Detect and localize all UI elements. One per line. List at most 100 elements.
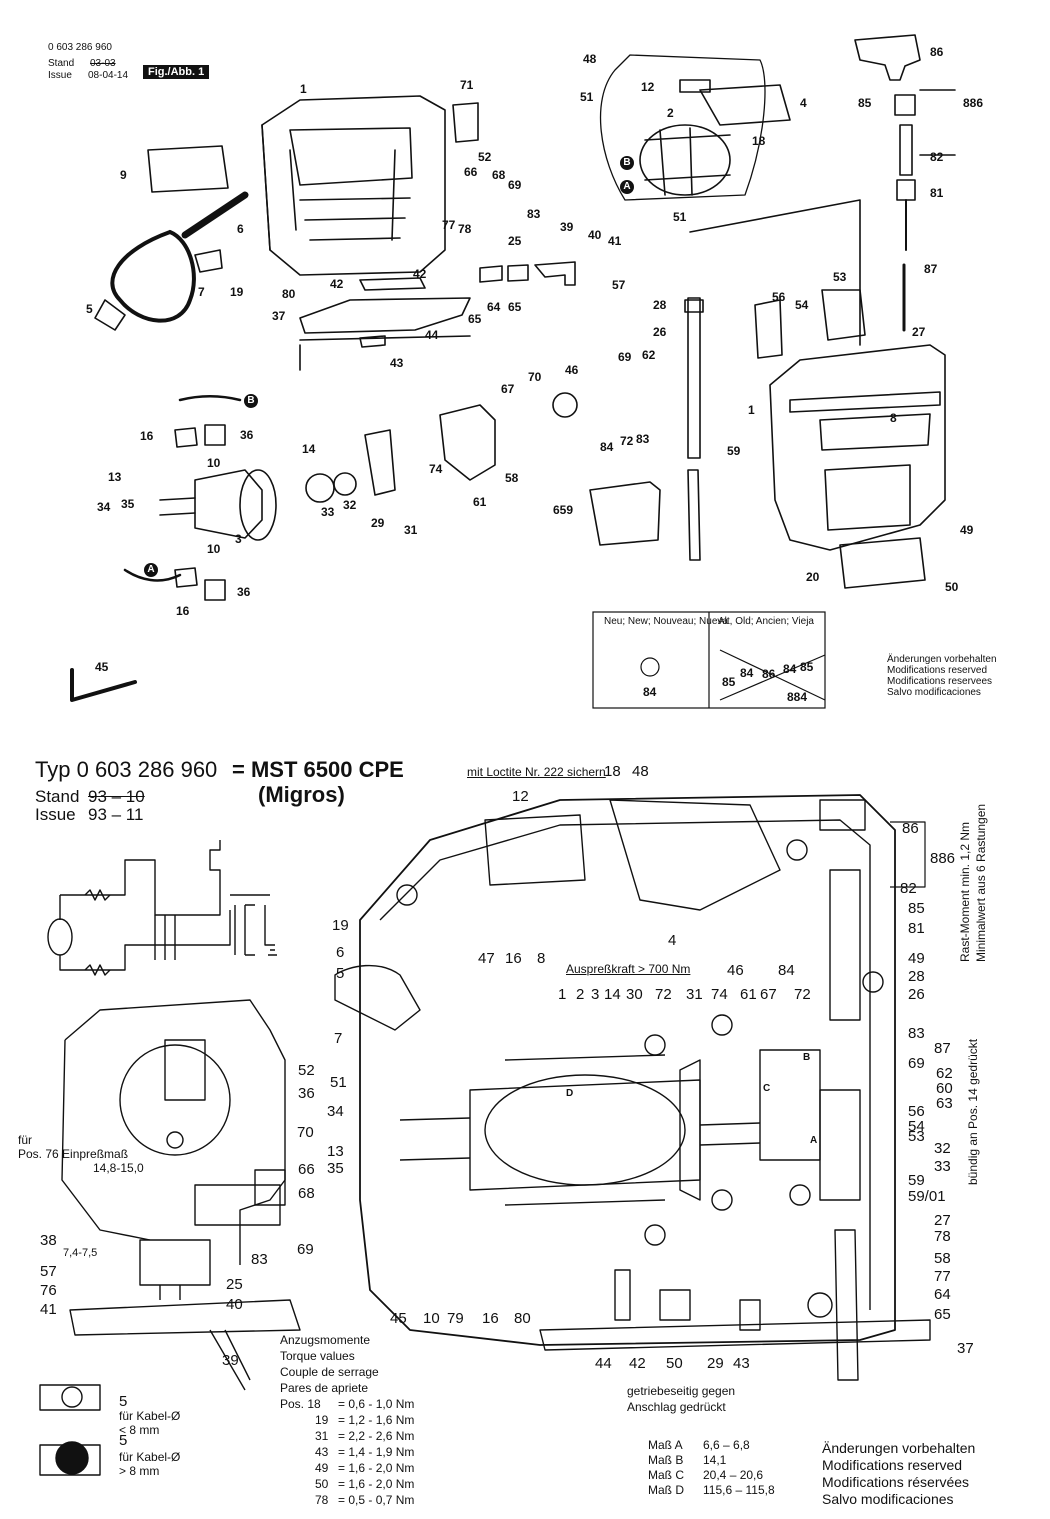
callout: 33: [934, 1158, 951, 1175]
callout: 69: [908, 1055, 925, 1072]
callout: 49: [908, 950, 925, 967]
callout: 57: [612, 278, 626, 292]
callout: 80: [282, 287, 296, 301]
gearside-note-2: Anschlag gedrückt: [627, 1400, 726, 1414]
callout: 46: [727, 962, 744, 979]
callout: 31: [404, 523, 418, 537]
callout: 6: [336, 944, 345, 961]
callout: 51: [330, 1074, 347, 1091]
callout: 42: [330, 277, 344, 291]
callout: 1: [300, 82, 307, 96]
callout: 1: [558, 986, 567, 1003]
field-coil-2: [639, 124, 731, 196]
callout: 2: [576, 986, 585, 1003]
callout: 16: [482, 1310, 499, 1327]
callout: 59/01: [908, 1188, 946, 1205]
callout: 68: [492, 168, 506, 182]
press-note-2: Pos. 76 Einpreßmaß: [18, 1147, 129, 1161]
callout: 72: [794, 986, 811, 1003]
section-stand-value: 93 – 10: [88, 787, 145, 806]
callout: 69: [297, 1241, 314, 1258]
callout: 6: [237, 222, 244, 236]
callout: 51: [580, 90, 594, 104]
callout: 67: [760, 986, 777, 1003]
callout: 5: [336, 965, 345, 982]
callout: 36: [240, 428, 254, 442]
callout: 18: [604, 763, 621, 780]
housing-left-shape: [261, 95, 446, 276]
callout: 78: [934, 1228, 951, 1245]
callout: 54: [795, 298, 809, 312]
callout: 5: [119, 1432, 128, 1449]
callout: 4: [800, 96, 807, 110]
callout: 51: [673, 210, 687, 224]
callout: 83: [908, 1025, 925, 1042]
armature-3: [194, 469, 263, 539]
callout: 83: [527, 207, 541, 221]
callout: 43: [390, 356, 404, 370]
callout: 36: [237, 585, 251, 599]
callout: 25: [508, 234, 522, 248]
callout: 33: [321, 505, 335, 519]
callout: 70: [528, 370, 542, 384]
callout: 87: [934, 1040, 951, 1057]
callout: 84: [778, 962, 795, 979]
callout: 66: [298, 1161, 315, 1178]
callout: 9: [120, 168, 127, 182]
callout: 29: [371, 516, 385, 530]
callout: 69: [618, 350, 632, 364]
callout: 38: [40, 1232, 57, 1249]
callout: 19: [332, 917, 349, 934]
cable-clamp-large: [39, 1441, 101, 1476]
callout: 27: [912, 325, 926, 339]
callout: 65: [934, 1306, 951, 1323]
callout: 62: [642, 348, 656, 362]
callout: 31: [686, 986, 703, 1003]
callout: 32: [343, 498, 357, 512]
gear-housing-section: [61, 999, 301, 1391]
callout: 61: [740, 986, 757, 1003]
callout: 56: [908, 1103, 925, 1120]
callout: 77: [934, 1268, 951, 1285]
wiring-schematic: [47, 840, 277, 976]
callout: 74: [711, 986, 728, 1003]
cable-large-note-2: > 8 mm: [119, 1464, 160, 1478]
press-note-3: 14,8-15,0: [93, 1161, 144, 1175]
cable-small-note-1: für Kabel-Ø: [119, 1409, 181, 1423]
callout: 82: [900, 880, 917, 897]
callout: 39: [222, 1352, 239, 1369]
callout: 18: [752, 134, 766, 148]
callout: 54: [908, 1118, 925, 1135]
callout: 62: [936, 1065, 953, 1082]
callout: 59: [727, 444, 741, 458]
callout: 2: [667, 106, 674, 120]
part-number-header: 0 603 286 960: [48, 42, 112, 53]
callout: 44: [595, 1355, 612, 1372]
callout-marker: A: [144, 563, 158, 577]
callout: 43: [733, 1355, 750, 1372]
callout: 16: [140, 429, 154, 443]
callout: 40: [226, 1296, 243, 1313]
housing-right-shape: [769, 344, 946, 551]
callout: 10: [423, 1310, 440, 1327]
callout: 25: [226, 1276, 243, 1293]
callout: 34: [327, 1103, 344, 1120]
callout: 48: [583, 52, 597, 66]
section-issue-value: 93 – 11: [88, 805, 144, 824]
callout: 57: [40, 1263, 57, 1280]
callout: 82: [930, 150, 944, 164]
callout: 7: [334, 1030, 343, 1047]
callout: 41: [608, 234, 622, 248]
modifications-note-top: Änderungen vorbehalten Modifications res…: [887, 654, 997, 698]
callout: 4: [668, 932, 677, 949]
callout: 87: [924, 262, 938, 276]
callout: 8: [537, 950, 546, 967]
section-stand-label: Stand: [35, 787, 80, 806]
callout: 64: [934, 1286, 951, 1303]
callout: 39: [560, 220, 574, 234]
callout: 63: [936, 1095, 953, 1112]
cable-large-note-1: für Kabel-Ø: [119, 1450, 181, 1464]
callout-marker: A: [620, 180, 634, 194]
callout: 13: [108, 470, 122, 484]
callout: 81: [908, 920, 925, 937]
